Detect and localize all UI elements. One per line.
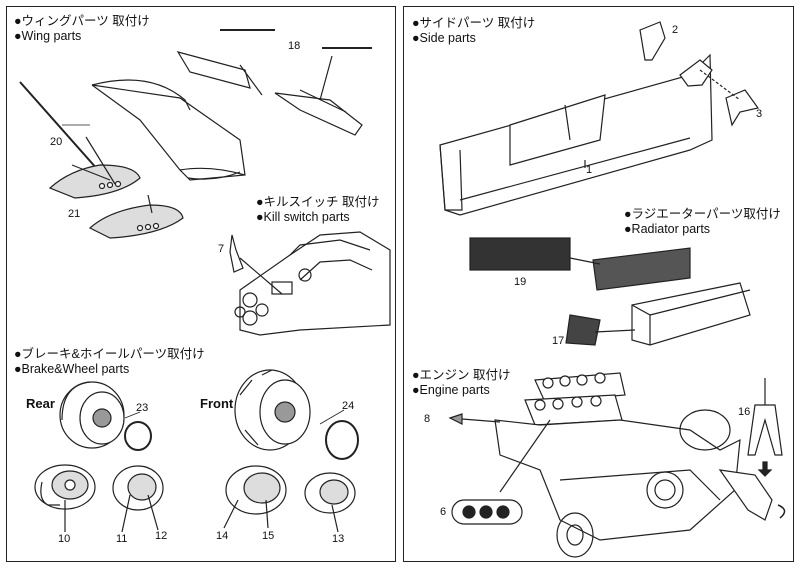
engine-illustration <box>448 372 786 558</box>
kill-switch-illustration <box>229 231 391 336</box>
part-number-2: 2 <box>672 24 679 36</box>
part-number-6: 6 <box>440 506 447 518</box>
part-number-21: 21 <box>68 208 81 220</box>
brake-wheel-title-en: ●Brake&Wheel parts <box>14 362 130 376</box>
wing-title-en: ●Wing parts <box>14 29 82 43</box>
part-number-15: 15 <box>262 530 275 542</box>
part-number-23: 23 <box>136 402 149 414</box>
part-number-24: 24 <box>342 400 355 412</box>
part-number-3: 3 <box>756 108 763 120</box>
part-number-8: 8 <box>424 413 431 425</box>
part-number-12: 12 <box>155 530 168 542</box>
part-number-13: 13 <box>332 533 345 545</box>
part-number-19: 19 <box>514 276 527 288</box>
engine-title-jp: ●エンジン 取付け <box>412 368 511 382</box>
part-number-17: 17 <box>552 335 565 347</box>
part-number-10: 10 <box>58 533 71 545</box>
part-number-16: 16 <box>738 406 751 418</box>
front-label: Front <box>200 396 234 411</box>
wing-title-jp: ●ウィングパーツ 取付け <box>14 14 150 28</box>
part-number-14: 14 <box>216 530 229 542</box>
part-number-11: 11 <box>116 533 128 545</box>
radiator-title-jp: ●ラジエーターパーツ取付け <box>624 207 781 221</box>
rear-label: Rear <box>26 396 55 411</box>
part-number-1: 1 <box>586 164 593 176</box>
side-title-en: ●Side parts <box>412 31 476 45</box>
brake-wheel-title-jp: ●ブレーキ&ホイールパーツ取付け <box>14 347 205 361</box>
side-panel-illustration <box>439 21 760 216</box>
brake-wheel-illustration <box>34 369 359 533</box>
kill-switch-title-jp: ●キルスイッチ 取付け <box>256 195 380 209</box>
radiator-title-en: ●Radiator parts <box>624 222 711 236</box>
engine-title-en: ●Engine parts <box>412 383 490 397</box>
kill-switch-title-en: ●Kill switch parts <box>256 210 350 224</box>
part-number-7: 7 <box>218 243 225 255</box>
rear-wing-illustration <box>19 29 372 239</box>
side-title-jp: ●サイドパーツ 取付け <box>412 16 536 30</box>
part-number-20: 20 <box>50 136 63 148</box>
radiator-illustration <box>469 237 751 346</box>
part-number-18: 18 <box>288 40 301 52</box>
